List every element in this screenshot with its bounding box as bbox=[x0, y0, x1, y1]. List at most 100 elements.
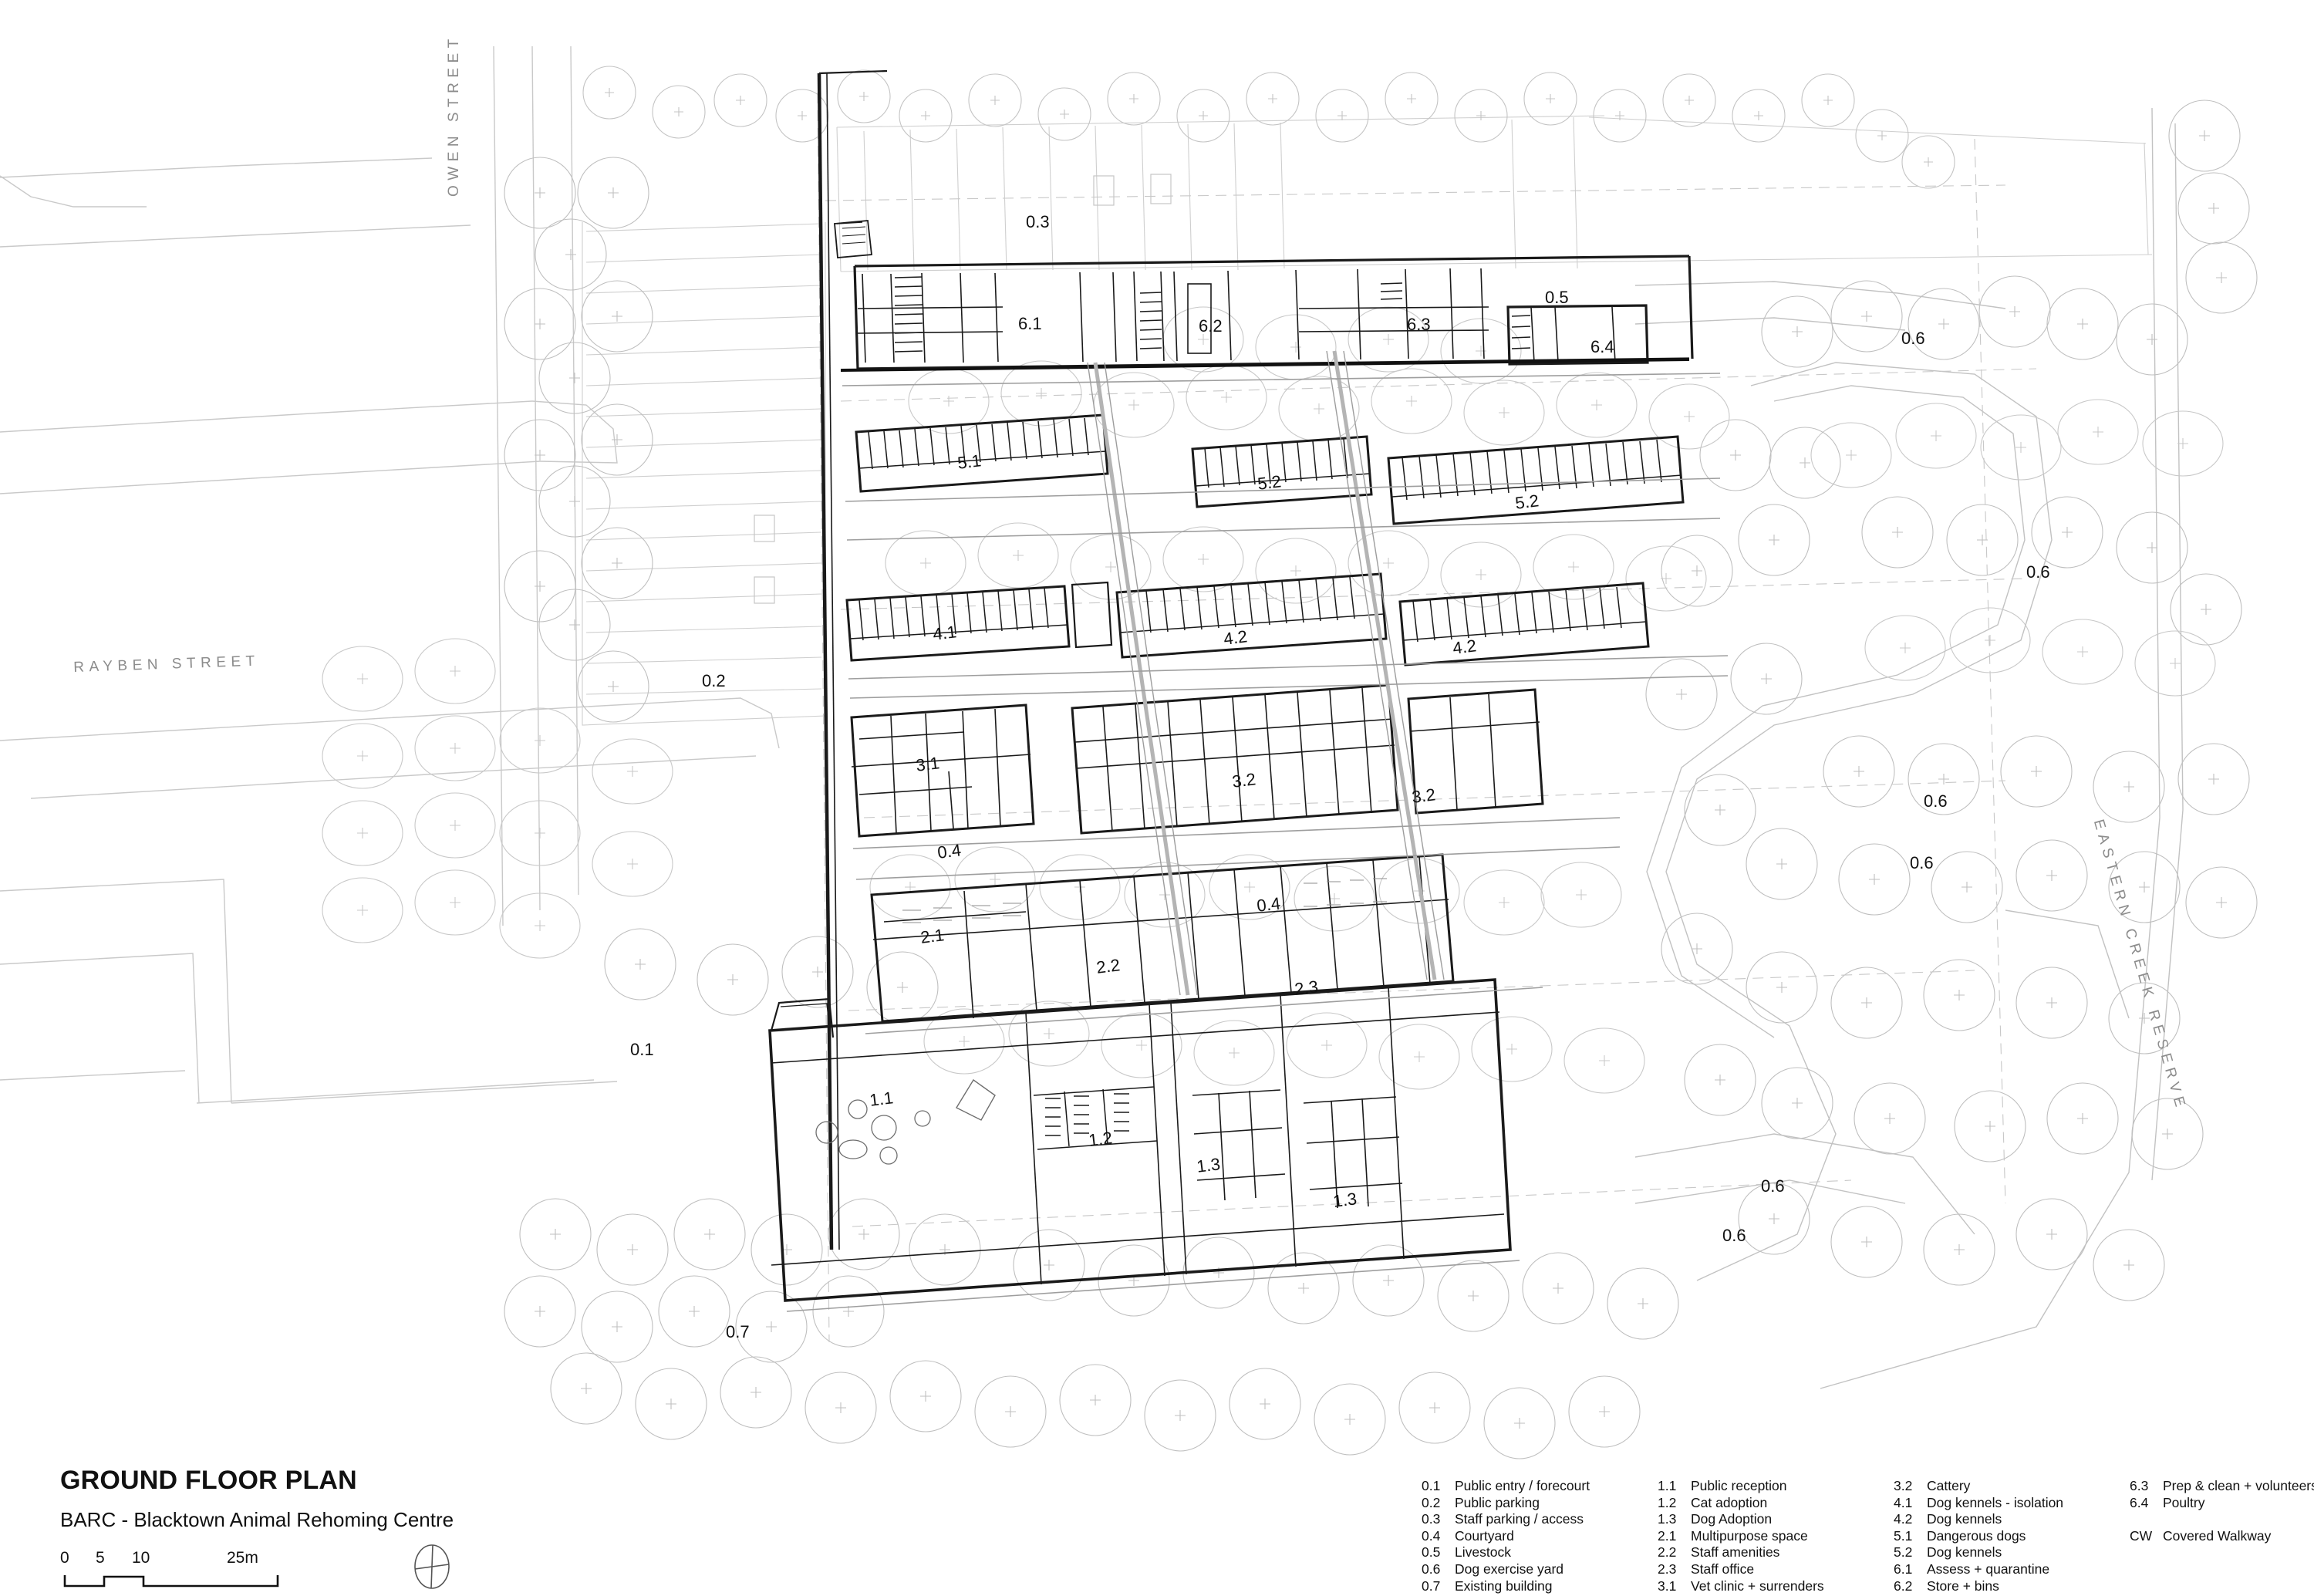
label-6-2: 6.2 bbox=[1199, 316, 1223, 336]
label-0-6-c: 0.6 bbox=[1924, 791, 1948, 811]
label-6-1: 6.1 bbox=[1018, 314, 1042, 333]
legend-item: 1.1 Public reception bbox=[1658, 1478, 1824, 1495]
label-2-2: 2.2 bbox=[1095, 955, 1122, 977]
legend-item-label: Vet clinic + surrenders bbox=[1691, 1577, 1824, 1594]
legend-item-key: 6.3 bbox=[2130, 1478, 2149, 1493]
label-3-2-a: 3.2 bbox=[1231, 769, 1257, 791]
legend-item-key: 1.3 bbox=[1658, 1511, 1677, 1527]
legend-item-key: 0.5 bbox=[1422, 1544, 1441, 1561]
label-5-2-b: 5.2 bbox=[1514, 491, 1540, 513]
label-2-1: 2.1 bbox=[919, 925, 946, 947]
label-0-4-a: 0.4 bbox=[936, 840, 963, 862]
legend-item-key: 0.7 bbox=[1422, 1577, 1441, 1594]
label-4-1: 4.1 bbox=[932, 622, 958, 644]
label-4-2-b: 4.2 bbox=[1452, 636, 1478, 658]
legend-item: 0.7 Existing building bbox=[1422, 1578, 1590, 1595]
legend-item: 6.4 Poultry bbox=[2130, 1495, 2314, 1512]
legend-item-label: Cat adoption bbox=[1691, 1494, 1768, 1510]
legend-item-key: 0.1 bbox=[1422, 1478, 1441, 1493]
legend-item-key: 5.1 bbox=[1894, 1527, 1913, 1544]
label-4-2-a: 4.2 bbox=[1223, 626, 1249, 649]
project-name: BARC - Blacktown Animal Rehoming Centre bbox=[60, 1508, 454, 1531]
label-0-5: 0.5 bbox=[1545, 288, 1569, 307]
legend-item-label: Existing building bbox=[1455, 1577, 1553, 1594]
label-0-4-b: 0.4 bbox=[1256, 893, 1282, 916]
legend-item: 3.1 Vet clinic + surrenders bbox=[1658, 1578, 1824, 1595]
legend-item-key: 3.1 bbox=[1658, 1577, 1677, 1594]
legend-item: 6.3 Prep & clean + volunteers bbox=[2130, 1478, 2314, 1495]
legend-item-label: Public reception bbox=[1691, 1478, 1787, 1493]
legend-item-label: Cattery bbox=[1927, 1478, 1971, 1493]
legend-item-key: CW bbox=[2130, 1527, 2153, 1544]
label-0-3: 0.3 bbox=[1026, 212, 1050, 231]
label-0-6-b: 0.6 bbox=[2026, 562, 2050, 582]
legend-item-key: 0.3 bbox=[1422, 1511, 1441, 1527]
label-0-6-e: 0.6 bbox=[1761, 1176, 1785, 1196]
legend-item-key: 0.6 bbox=[1422, 1561, 1441, 1577]
north-arrow-icon bbox=[409, 1543, 455, 1591]
legend-item: 3.2 Cattery bbox=[1894, 1478, 2063, 1495]
label-1-3-b: 1.3 bbox=[1332, 1189, 1358, 1211]
legend-item-label: Dangerous dogs bbox=[1927, 1527, 2026, 1544]
page-title: GROUND FLOOR PLAN bbox=[60, 1466, 357, 1495]
legend-item-label: Prep & clean + volunteers bbox=[2163, 1478, 2314, 1493]
street-label-owen: OWEN STREET bbox=[446, 34, 462, 197]
legend-item: 5.2 Dog kennels bbox=[1894, 1544, 2063, 1561]
scale-tick-25: 25m bbox=[227, 1549, 258, 1567]
legend-item-label: Livestock bbox=[1455, 1544, 1511, 1561]
label-0-6-a: 0.6 bbox=[1901, 329, 1925, 348]
legend-item-label: Store + bins bbox=[1927, 1577, 1999, 1594]
scale-tick-5: 5 bbox=[96, 1549, 105, 1567]
title-block: GROUND FLOOR PLAN BARC - Blacktown Anima… bbox=[60, 1466, 454, 1532]
label-5-1: 5.1 bbox=[956, 450, 983, 473]
label-1-2: 1.2 bbox=[1088, 1128, 1114, 1150]
legend-item-key: 5.2 bbox=[1894, 1544, 1913, 1561]
legend-item-label: Public parking bbox=[1455, 1494, 1540, 1510]
scale-bar-graphic bbox=[63, 1575, 279, 1588]
scale-bar: 0 5 10 25m bbox=[60, 1549, 307, 1588]
legend-item-label: Poultry bbox=[2163, 1494, 2205, 1510]
label-0-6-f: 0.6 bbox=[1722, 1226, 1746, 1245]
legend-item-label: Multipurpose space bbox=[1691, 1527, 1808, 1544]
label-0-7: 0.7 bbox=[726, 1322, 750, 1341]
label-0-2: 0.2 bbox=[702, 671, 726, 690]
legend-item-key: 2.3 bbox=[1658, 1561, 1677, 1577]
legend-item-key: 6.2 bbox=[1894, 1577, 1913, 1594]
legend-item-key: 1.2 bbox=[1658, 1494, 1677, 1510]
legend-item: 6.2 Store + bins bbox=[1894, 1578, 2063, 1595]
legend-item-label: Dog kennels bbox=[1927, 1511, 2002, 1527]
label-5-2-a: 5.2 bbox=[1257, 471, 1283, 494]
legend-item-key: 1.1 bbox=[1658, 1478, 1677, 1493]
legend-item-key: 2.2 bbox=[1658, 1544, 1677, 1561]
legend-item-key: 0.4 bbox=[1422, 1527, 1441, 1544]
scale-tick-0: 0 bbox=[60, 1549, 69, 1567]
legend-item-key: 3.2 bbox=[1894, 1478, 1913, 1493]
label-6-3: 6.3 bbox=[1407, 315, 1431, 334]
legend-item-key: 6.4 bbox=[2130, 1494, 2149, 1510]
legend-item-label: Public entry / forecourt bbox=[1455, 1478, 1590, 1493]
label-0-6-d: 0.6 bbox=[1910, 853, 1934, 872]
legend-item-key: 0.2 bbox=[1422, 1494, 1441, 1510]
scale-bar-numbers: 0 5 10 25m bbox=[60, 1549, 322, 1569]
legend-item-key: 2.1 bbox=[1658, 1527, 1677, 1544]
label-0-1: 0.1 bbox=[630, 1040, 654, 1059]
label-1-3-a: 1.3 bbox=[1196, 1154, 1222, 1176]
legend-item: 5.1 Dangerous dogs bbox=[1894, 1528, 2063, 1545]
label-6-4: 6.4 bbox=[1590, 337, 1614, 356]
legend-item-label: Dog kennels bbox=[1927, 1544, 2002, 1561]
legend-item-key: 4.1 bbox=[1894, 1494, 1913, 1510]
